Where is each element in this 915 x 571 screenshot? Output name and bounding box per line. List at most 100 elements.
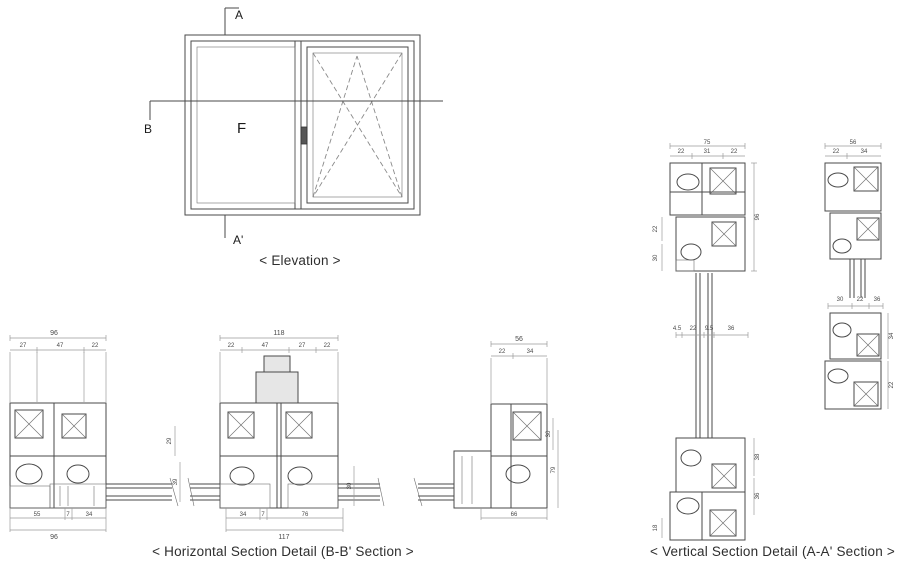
reinforcement-box (285, 411, 313, 439)
dimension-label: 76 (302, 512, 309, 518)
reinforcement-box (853, 381, 879, 407)
dimension-label: 4.5 (673, 326, 682, 332)
reinforcement-box (856, 333, 880, 357)
section-line-a: A A' (224, 7, 243, 247)
reinforcement-box (711, 463, 737, 489)
dimension-label: 56 (515, 336, 523, 343)
horizontal-section-svg: 96 27 47 22 (9, 330, 559, 541)
profile-chamber (66, 464, 90, 484)
profile-chamber (680, 243, 702, 261)
profile-chamber (505, 464, 531, 484)
dimension-label: 55 (34, 512, 41, 518)
dimension-label: 117 (278, 534, 289, 541)
dimension-label: 66 (511, 512, 518, 518)
dimension-label: 38 (755, 453, 761, 460)
fixed-panel-label: F (237, 120, 246, 137)
dimension-label: 31 (704, 149, 711, 155)
reinforcement-box (709, 509, 737, 537)
v-main-strip: 75 22 31 22 (653, 140, 761, 541)
dimension-label: 22 (92, 343, 99, 349)
dimension-label: 118 (273, 330, 284, 337)
dimension-label: 30 (837, 297, 844, 303)
reinforcement-box (14, 409, 44, 439)
section-a-prime-label: A' (233, 233, 243, 247)
dimension-label: 34 (86, 512, 93, 518)
operator-housing (255, 355, 299, 404)
v-head-strip: 56 22 34 (824, 140, 895, 410)
reinforcement-box (853, 166, 879, 192)
profile-chamber (827, 172, 849, 188)
reinforcement-box (227, 411, 255, 439)
dimension-label: 30 (653, 254, 659, 261)
dimension-label: 22 (857, 297, 864, 303)
dimension-label: 36 (755, 492, 761, 499)
section-b-label: B (144, 122, 152, 136)
dimension-label: 75 (704, 140, 711, 146)
reinforcement-box (711, 221, 737, 247)
dimension-label: 22 (678, 149, 685, 155)
dimension-label: 7 (261, 512, 265, 518)
profile-chamber (676, 173, 700, 191)
section-a-label: A (235, 8, 243, 22)
vertical-section-caption: < Vertical Section Detail (A-A' Section … (650, 544, 895, 559)
section-line-b: B (144, 100, 443, 136)
dimension-label: 27 (20, 343, 27, 349)
reinforcement-box (512, 411, 542, 441)
profile-chamber (827, 368, 849, 384)
dimension-label: 39 (173, 478, 179, 485)
profile-chamber (680, 449, 702, 467)
dimension-label: 7 (66, 512, 70, 518)
dimension-label: 36 (728, 326, 735, 332)
elevation-drawing: F A A' (140, 0, 460, 280)
dimension-label: 22 (653, 225, 659, 232)
elevation-caption: < Elevation > (259, 253, 341, 268)
dimension-label: 79 (551, 466, 557, 473)
glazing-lines (187, 477, 385, 507)
profile-chamber (832, 322, 852, 338)
dimension-label: 56 (850, 140, 857, 146)
dimension-label: 22 (324, 343, 331, 349)
reinforcement-box (61, 413, 87, 439)
h-center-meeting-profile: 118 22 47 27 22 (187, 330, 385, 541)
profile-chamber (832, 238, 852, 254)
profile-chamber (15, 463, 43, 485)
dimension-label: 30 (546, 430, 552, 437)
profile-chamber (229, 466, 255, 486)
glazing-lines (106, 477, 179, 507)
dimension-label: 22 (228, 343, 235, 349)
reinforcement-box (856, 217, 880, 241)
dimension-label: 96 (50, 534, 58, 541)
dimension-label: 22 (833, 149, 840, 155)
horizontal-section-drawing: 96 27 47 22 (2, 326, 564, 571)
dimension-label: 34 (889, 332, 895, 339)
dimension-label: 34 (527, 349, 534, 355)
dimension-label: 34 (240, 512, 247, 518)
dimension-label: 47 (262, 343, 269, 349)
sash-profile (453, 450, 492, 509)
glazing-lines (695, 273, 713, 438)
glazing-lines (849, 259, 866, 298)
dimension-label: 9.5 (705, 326, 714, 332)
h-left-frame-profile: 96 27 47 22 (9, 330, 181, 541)
horizontal-section-caption: < Horizontal Section Detail (B-B' Sectio… (152, 544, 414, 559)
sash-panel (306, 46, 409, 204)
elevation-svg: F A A' (144, 7, 443, 247)
handle-icon (300, 126, 308, 145)
dimension-label: 22 (690, 326, 697, 332)
profile-chamber (676, 497, 700, 515)
vertical-section-svg: 75 22 31 22 (653, 140, 895, 541)
dimension-label: 47 (57, 343, 64, 349)
fixed-panel: F (196, 46, 296, 204)
dimension-label: 22 (499, 349, 506, 355)
dimension-label: 96 (755, 213, 761, 220)
dimension-label: 22 (731, 149, 738, 155)
profile-chamber (287, 466, 313, 486)
dimension-label: 34 (861, 149, 868, 155)
dimension-label: 30 (347, 482, 353, 489)
dimension-label: 27 (299, 343, 306, 349)
reinforcement-box (709, 167, 737, 195)
dimension-label: 29 (167, 437, 173, 444)
dimension-label: 36 (874, 297, 881, 303)
h-right-frame-profile: 56 22 34 (413, 336, 559, 520)
